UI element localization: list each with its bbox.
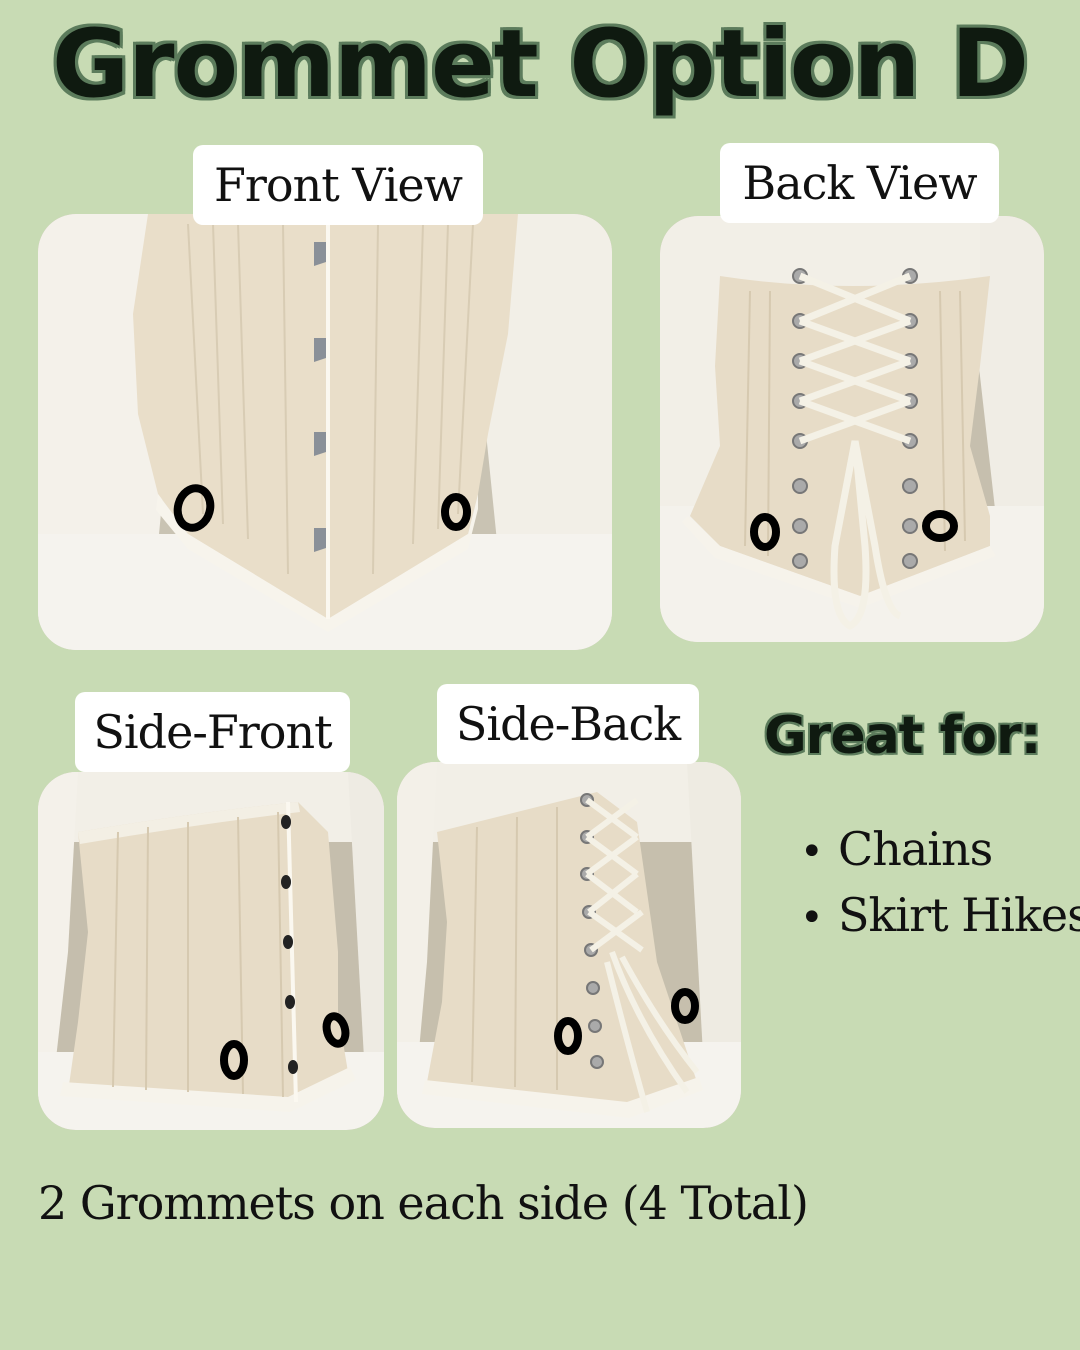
great-for-list: • Chains • Skirt Hikes	[800, 816, 1080, 948]
list-item: • Skirt Hikes	[800, 882, 1080, 948]
bullet-icon: •	[800, 829, 824, 875]
side-back-photo	[397, 762, 741, 1128]
footer-note: 2 Grommets on each side (4 Total)	[38, 1176, 809, 1230]
bullet-icon: •	[800, 895, 824, 941]
list-item-label: Chains	[838, 822, 993, 876]
front-view-label: Front View	[193, 145, 483, 225]
page-title: Grommet Option D	[51, 10, 1029, 119]
side-front-photo	[38, 772, 384, 1130]
grommet-marker-icon	[173, 484, 471, 532]
great-for-heading: Great for:	[764, 706, 1041, 766]
list-item: • Chains	[800, 816, 1080, 882]
list-item-label: Skirt Hikes	[838, 888, 1080, 942]
side-front-label: Side-Front	[75, 692, 350, 772]
back-view-photo	[660, 216, 1044, 642]
side-back-label: Side-Back	[437, 684, 699, 764]
front-view-photo	[38, 214, 612, 650]
back-view-label: Back View	[720, 143, 999, 223]
